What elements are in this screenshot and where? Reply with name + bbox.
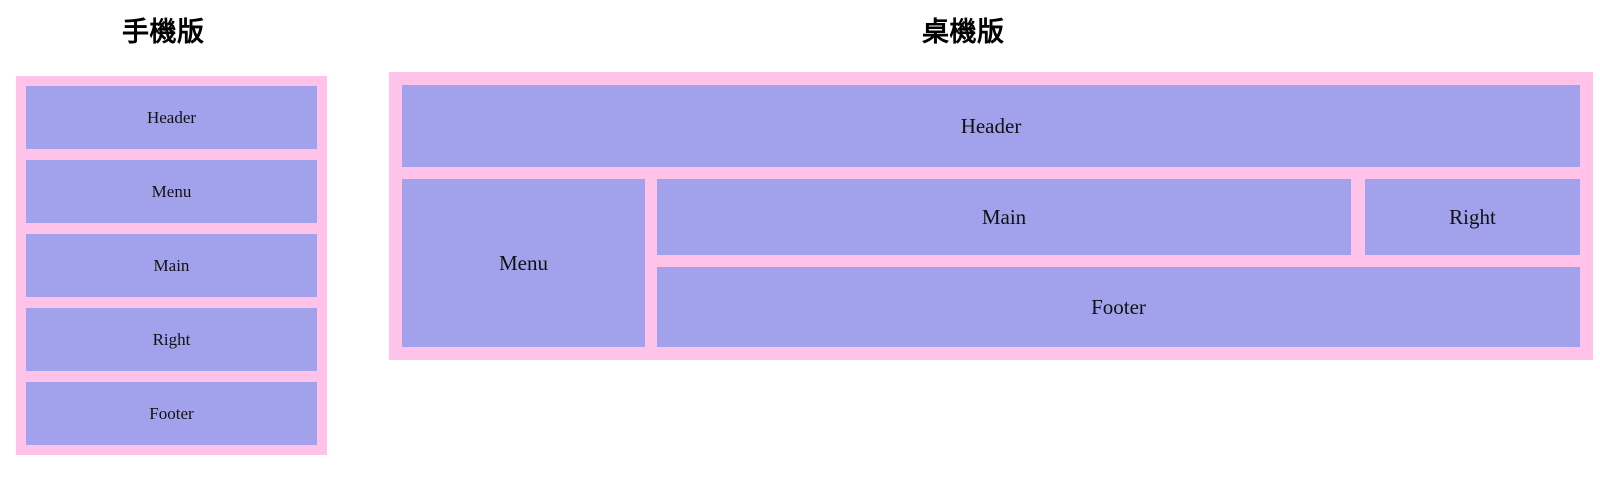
mobile-block-main: Main xyxy=(26,234,317,297)
desktop-block-right: Right xyxy=(1365,179,1580,255)
mobile-block-footer: Footer xyxy=(26,382,317,445)
desktop-block-menu-label: Menu xyxy=(499,250,548,275)
desktop-block-footer-label: Footer xyxy=(1091,294,1146,319)
mobile-block-right-label: Right xyxy=(152,329,191,349)
desktop-block-footer: Footer xyxy=(657,267,1580,347)
mobile-layout-container: Header Menu Main Right Footer xyxy=(16,76,327,455)
mobile-block-header-label: Header xyxy=(146,107,197,127)
desktop-layout-title: 桌機版 xyxy=(922,17,1005,47)
desktop-body-row: Menu Main Right Footer xyxy=(402,179,1580,347)
desktop-block-main-label: Main xyxy=(981,204,1027,229)
desktop-main-right-row: Main Right xyxy=(657,179,1580,255)
mobile-block-menu: Menu xyxy=(26,160,317,223)
mobile-layout-title: 手機版 xyxy=(122,17,205,47)
desktop-block-main: Main xyxy=(657,179,1351,255)
mobile-block-right: Right xyxy=(26,308,317,371)
desktop-block-right-label: Right xyxy=(1449,204,1496,229)
mobile-block-menu-label: Menu xyxy=(151,181,192,201)
desktop-block-header-label: Header xyxy=(960,113,1022,138)
desktop-content-column: Main Right Footer xyxy=(657,179,1580,347)
mobile-block-header: Header xyxy=(26,86,317,149)
mobile-block-main-label: Main xyxy=(153,255,190,275)
desktop-block-menu: Menu xyxy=(402,179,645,347)
mobile-block-footer-label: Footer xyxy=(149,403,194,423)
desktop-layout-container: Header Menu Main Right Footer xyxy=(389,72,1593,360)
desktop-block-header: Header xyxy=(402,85,1580,167)
